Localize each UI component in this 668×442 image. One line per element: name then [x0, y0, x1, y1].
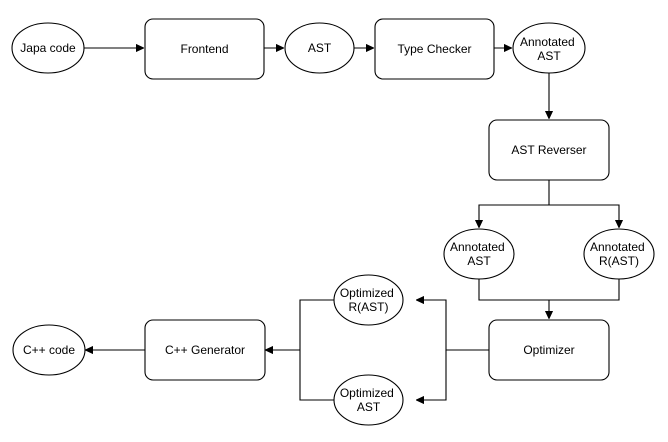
edge-annotated-rast-to-optimizer [549, 278, 620, 301]
node-annotated-r-ast: Annotated R(AST) [583, 228, 655, 280]
node-label: Type Checker [397, 42, 471, 56]
node-optimized-ast: Optimized AST [333, 374, 404, 426]
edge-annotated-ast-to-optimizer [478, 278, 549, 318]
node-label: C++ code [23, 343, 75, 357]
node-type-checker: Type Checker [374, 18, 495, 80]
node-label: Optimized AST [340, 386, 397, 414]
edges [84, 48, 619, 400]
node-optimized-r-ast: Optimized R(AST) [333, 274, 404, 326]
node-frontend: Frontend [144, 18, 265, 80]
edge-optimizer-to-optimized-rast [417, 300, 489, 351]
node-annotated-ast-mid: Annotated AST [443, 228, 515, 280]
node-cpp-generator: C++ Generator [144, 319, 266, 381]
node-label: Annotated AST [450, 240, 508, 268]
node-label: Annotated AST [520, 35, 578, 63]
node-ast-reverser: AST Reverser [488, 119, 610, 181]
node-japa-code: Japa code [11, 22, 85, 74]
edge-optimizer-to-optimized-ast [417, 350, 447, 400]
node-label: C++ Generator [165, 343, 245, 357]
node-label: Optimized R(AST) [340, 286, 397, 314]
node-label: Japa code [20, 41, 76, 55]
node-label: AST Reverser [511, 143, 586, 157]
node-cpp-code: C++ code [12, 324, 86, 376]
edge-optimized-merge [299, 299, 334, 401]
node-label: Optimizer [523, 343, 574, 357]
node-label: AST [308, 41, 332, 55]
node-annotated-ast-top: Annotated AST [512, 22, 586, 74]
node-label: Frontend [180, 42, 228, 56]
node-optimizer: Optimizer [488, 319, 610, 381]
node-label: Annotated R(AST) [590, 240, 648, 268]
node-ast: AST [284, 22, 355, 74]
edge-reverser-to-annotated-ast [479, 180, 550, 227]
edge-reverser-to-annotated-rast [549, 204, 619, 227]
